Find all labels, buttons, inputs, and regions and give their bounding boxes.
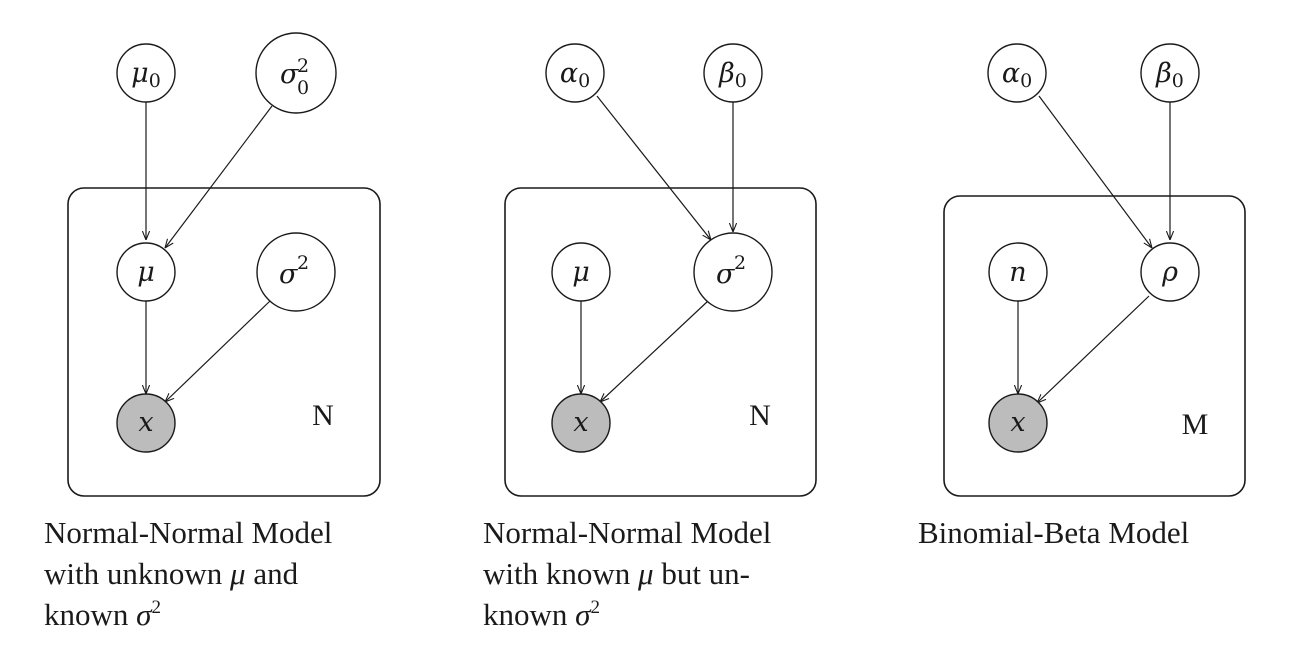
edge-sigma0-to-mu [165,105,273,248]
plate-label: N [312,399,334,432]
node-alpha0: α0 [545,43,605,103]
svg-text:2: 2 [734,252,746,274]
node-sigma0-squared: σ 2 0 [255,32,337,114]
svg-text:x: x [138,407,153,438]
svg-text:σ: σ [716,259,736,290]
caption-normal-normal-unknown-mu: Normal-Normal Model with unknown μ and k… [44,512,332,635]
svg-text:2: 2 [297,252,309,274]
caption-line-1: Normal-Normal Model [483,515,772,550]
svg-text:ρ: ρ [1161,257,1178,288]
edge-alpha0-to-sigma [596,95,711,240]
plate-label: M [1182,408,1209,441]
node-alpha0: α0 [987,43,1047,103]
caption-line-2: with known μ but un- [483,556,750,591]
edge-sigma-to-x [165,300,271,402]
edge-alpha0-to-rho [1038,95,1152,248]
svg-text:x: x [573,407,588,438]
svg-text:n: n [1009,257,1026,288]
node-mu: μ [116,242,176,302]
svg-text:β0: β0 [718,58,747,92]
caption-line-2: with unknown μ and [44,556,299,591]
plate-label: N [749,399,771,432]
node-sigma-squared: σ 2 [256,232,336,312]
diagram-normal-normal-unknown-sigma: N α0 β0 μ σ 2 x [504,43,817,497]
node-mu0: μ0 [116,43,176,103]
node-sigma-squared: σ 2 [693,232,773,312]
node-x-observed: x [116,393,176,453]
caption-line-3: known σ2 [483,597,600,632]
node-beta0: β0 [1140,43,1200,103]
svg-text:μ0: μ0 [131,58,161,92]
svg-text:μ: μ [137,257,155,288]
node-mu: μ [551,242,611,302]
plate [504,187,817,497]
svg-text:α0: α0 [1002,58,1032,92]
edge-rho-to-x [1037,295,1150,403]
caption-line-3: known σ2 [44,597,161,632]
svg-text:2: 2 [297,55,309,77]
caption-binomial-beta: Binomial-Beta Model [918,512,1189,553]
edge-sigma-to-x [600,300,709,402]
node-beta0: β0 [703,43,763,103]
node-x-observed: x [551,393,611,453]
svg-text:β0: β0 [1155,58,1184,92]
svg-text:x: x [1010,407,1025,438]
diagram-binomial-beta: M α0 β0 n ρ x [943,43,1246,497]
caption-line-1: Binomial-Beta Model [918,515,1190,550]
caption-normal-normal-unknown-sigma: Normal-Normal Model with known μ but un-… [483,512,771,635]
node-x-observed: x [988,393,1048,453]
plate [943,195,1246,497]
svg-text:σ: σ [279,259,299,290]
svg-text:α0: α0 [560,58,590,92]
caption-line-1: Normal-Normal Model [44,515,333,550]
diagram-normal-normal-unknown-mu: N μ0 σ 2 0 μ σ 2 x [67,32,381,497]
svg-text:μ: μ [572,257,590,288]
node-n: n [988,242,1048,302]
svg-text:0: 0 [297,77,309,99]
plate [67,187,381,497]
svg-text:σ: σ [280,59,300,90]
node-rho: ρ [1140,242,1200,302]
